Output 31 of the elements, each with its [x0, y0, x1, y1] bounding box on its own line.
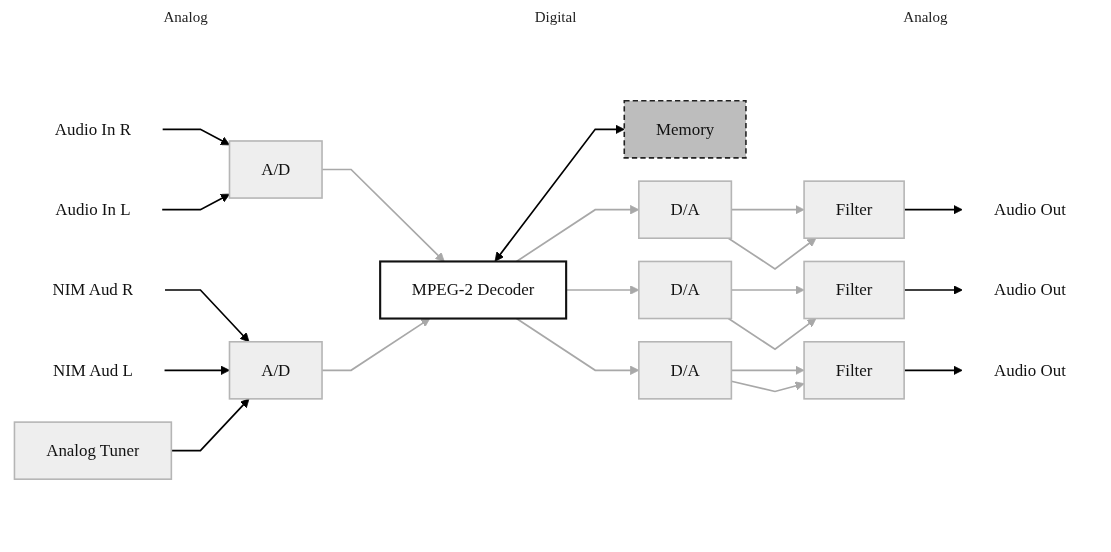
node-box: Memory	[623, 100, 747, 159]
node-box: Filter	[802, 180, 905, 239]
node-text: Audio In R	[54, 119, 131, 138]
arrow	[161, 128, 230, 146]
node-box: Filter	[802, 341, 905, 400]
node-box: D/A	[637, 260, 732, 320]
arrow	[160, 193, 230, 211]
node-box: Filter	[802, 260, 905, 320]
node-text: Audio In L	[54, 200, 130, 219]
section-label: Digital	[534, 8, 577, 26]
node-box: D/A	[637, 180, 732, 239]
arrow	[727, 317, 816, 351]
node-box: D/A	[637, 341, 732, 400]
node-text: Audio Out	[993, 200, 1066, 219]
arrow	[730, 285, 804, 295]
section-label: Analog	[163, 8, 208, 26]
node-text: Audio Out	[993, 280, 1066, 299]
arrow	[727, 237, 816, 270]
arrow	[730, 365, 804, 375]
node-box: A/D	[228, 341, 323, 400]
node-box: A/D	[228, 140, 323, 199]
node-box: Analog Tuner	[13, 421, 172, 480]
section-label: Analog	[903, 8, 948, 26]
node-text: NIM Aud L	[52, 360, 133, 379]
arrow	[163, 289, 249, 343]
node-text: NIM Aud R	[52, 280, 133, 299]
arrow	[170, 398, 249, 452]
arrow	[730, 380, 804, 393]
node-text: Audio Out	[993, 360, 1066, 379]
node-box: MPEG-2 Decoder	[378, 260, 567, 320]
arrow	[730, 205, 804, 215]
